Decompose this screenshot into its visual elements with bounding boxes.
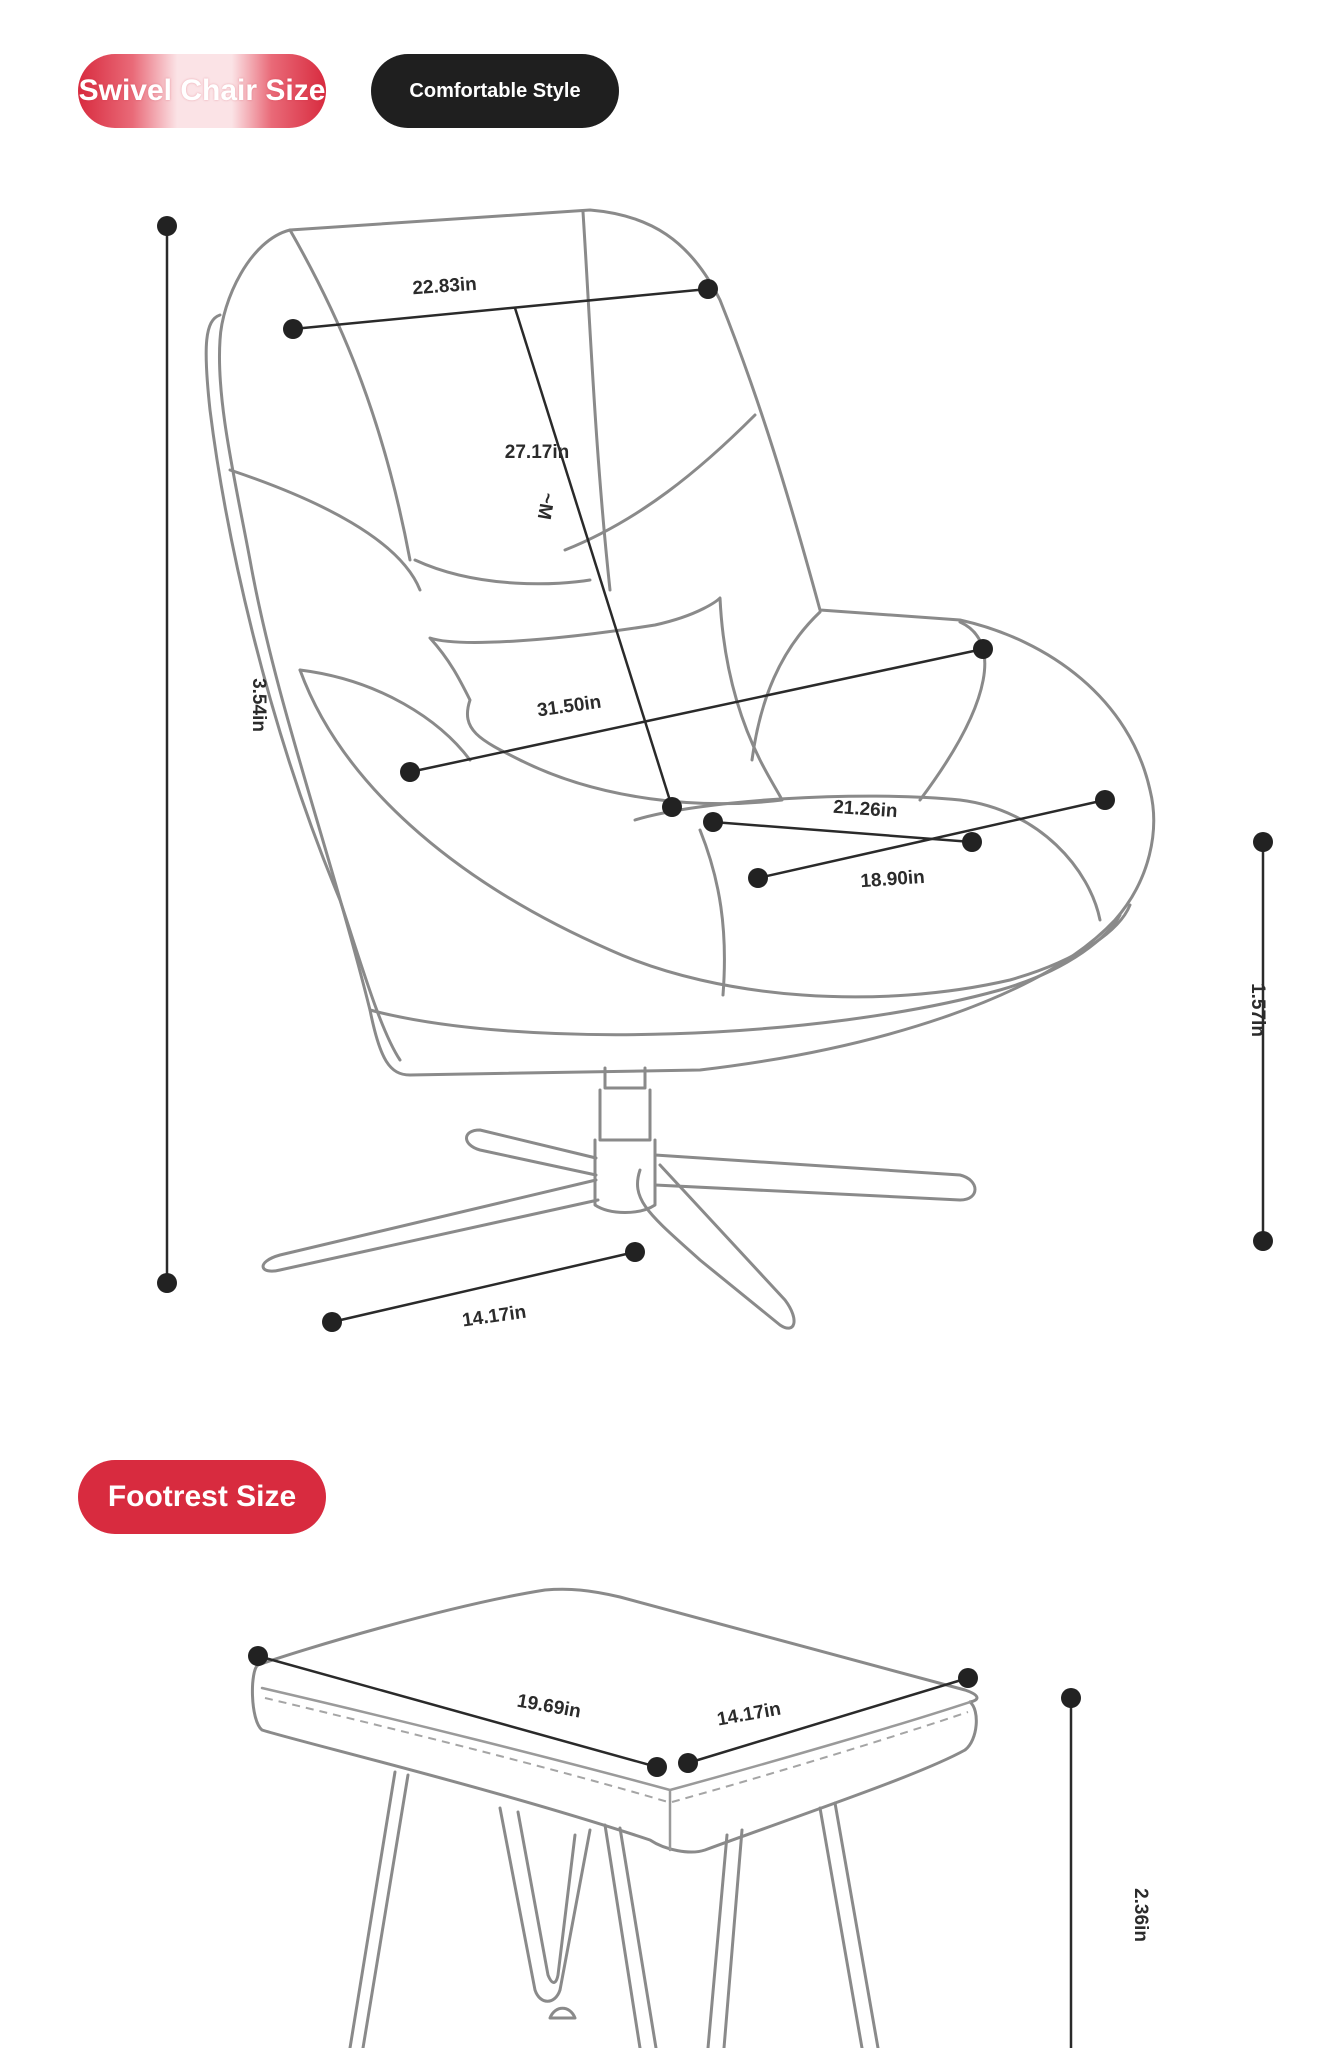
footrest-leg-front-left <box>348 1770 410 2048</box>
back-width-dot-right <box>698 279 718 299</box>
chair-pillow <box>428 596 784 806</box>
chair-shell-left-edge <box>204 313 402 1062</box>
comfortable-style-badge: Comfortable Style <box>371 54 619 128</box>
chair-right-armrest <box>750 610 987 802</box>
chair-base-leg-back-left <box>465 1128 598 1177</box>
back-width-label: 22.83in <box>412 274 478 299</box>
footrest-width-line <box>687 1676 969 1765</box>
chair-seat-front <box>298 668 1132 999</box>
footrest-hairpin-leg <box>498 1806 592 2003</box>
footrest-width-label: 14.17in <box>715 1699 782 1731</box>
footrest-height-dot-top <box>1061 1688 1081 1708</box>
base-leg-line <box>331 1250 636 1324</box>
total-height-dot-top <box>157 216 177 236</box>
seat-width-line <box>409 647 984 774</box>
footrest-hairpin-foot <box>548 2006 577 2020</box>
seat-depth-rear-dot-left <box>703 812 723 832</box>
back-height-line <box>513 307 674 808</box>
footrest-size-title: Footrest Size <box>107 1480 297 1513</box>
seat-width-dot-left <box>400 762 420 782</box>
chair-back-cushion <box>288 210 612 592</box>
seat-height-label: 1.57in <box>1247 983 1268 1037</box>
footrest-top <box>256 1587 979 1704</box>
footrest-size-badge: Footrest Size <box>78 1460 326 1534</box>
seat-height-dot-top <box>1253 832 1273 852</box>
comfortable-style-title: Comfortable Style <box>409 79 581 102</box>
chair-back-headrest-seam <box>413 558 592 586</box>
footrest-length-line <box>257 1654 658 1769</box>
base-leg-label: 14.17in <box>461 1302 528 1332</box>
seat-width-label: 31.50in <box>536 692 603 722</box>
footrest-leg-right-back <box>818 1801 880 2048</box>
chair-swivel-column <box>593 1066 657 1214</box>
footrest-front-edge <box>260 1686 972 1852</box>
footrest-dimensions: 19.69in 14.17in 2.36in <box>248 1646 1151 2048</box>
back-height-label: 27.17in <box>505 442 569 463</box>
footrest-length-label: 19.69in <box>515 1691 582 1723</box>
seat-depth-rear-label: 21.26in <box>833 797 899 822</box>
chair-base-leg-front-left <box>261 1178 600 1273</box>
chair-illustration <box>204 208 1156 1330</box>
footrest-width-dot-right <box>958 1668 978 1688</box>
seat-depth-rear-dot-right <box>962 832 982 852</box>
swivel-chair-size-title: Swivel Chair Size <box>78 74 326 107</box>
total-height-label: 3.54in <box>248 678 269 732</box>
chair-seat-bottom-edge <box>368 913 1122 1037</box>
seat-depth-front-label: 18.90in <box>860 867 926 892</box>
back-width-dot-left <box>283 319 303 339</box>
back-height-dot-bottom <box>662 797 682 817</box>
footrest-length-dot-right <box>647 1757 667 1777</box>
seat-width-dot-right <box>973 639 993 659</box>
back-width-line <box>292 287 709 331</box>
footrest-leg-right-front <box>706 1828 744 2048</box>
chair-logo-mark: ~M <box>533 491 558 521</box>
chair-base-leg-front <box>636 1163 796 1330</box>
footrest-stitch-front <box>264 1697 669 1803</box>
footrest-cushion-body <box>250 1663 978 1854</box>
footrest-height-label: 2.36in <box>1130 1888 1151 1942</box>
chair-base-leg-right <box>653 1153 977 1202</box>
footrest-illustration <box>250 1587 979 2048</box>
total-height-dot-bottom <box>157 1273 177 1293</box>
footrest-stitch-side <box>671 1711 969 1803</box>
swivel-chair-size-badge: Swivel Chair Size <box>78 54 326 128</box>
footrest-width-dot-left <box>678 1753 698 1773</box>
chair-shell-outline <box>217 208 1156 1077</box>
footrest-length-dot-left <box>248 1646 268 1666</box>
chair-back-panel-line <box>228 413 757 592</box>
seat-depth-front-line <box>757 798 1106 880</box>
seat-depth-front-dot-left <box>748 868 768 888</box>
seat-height-dot-bottom <box>1253 1231 1273 1251</box>
footrest-leg-front <box>603 1823 658 2048</box>
chair-left-armrest <box>298 668 472 762</box>
seat-depth-front-dot-right <box>1095 790 1115 810</box>
chair-dimensions: 22.83in 27.17in ~M 31.50in 21.26in 18.90… <box>157 216 1273 1332</box>
base-leg-dot-left <box>322 1312 342 1332</box>
base-leg-dot-right <box>625 1242 645 1262</box>
